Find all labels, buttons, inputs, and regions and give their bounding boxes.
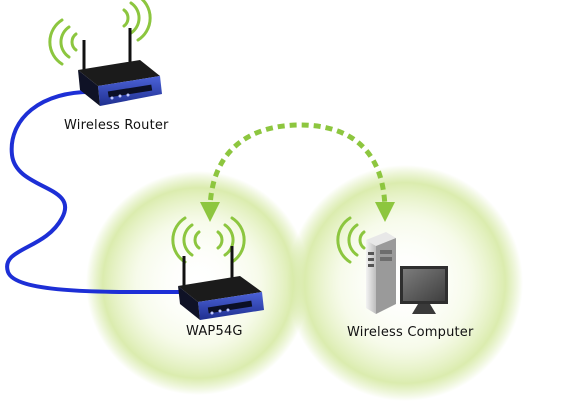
access-point-icon xyxy=(178,246,264,320)
router-label: Wireless Router xyxy=(64,118,169,133)
wireless-signal-icon xyxy=(48,0,152,66)
wireless-signal-icon xyxy=(171,216,246,264)
ethernet-cable-icon xyxy=(5,89,182,295)
monitor-icon xyxy=(400,266,448,314)
bidirectional-arrow-icon xyxy=(200,122,395,222)
desktop-computer-icon xyxy=(366,232,396,314)
router-icon xyxy=(78,28,162,106)
access-point-label: WAP54G xyxy=(186,324,243,339)
computer-label: Wireless Computer xyxy=(347,325,474,340)
wireless-signal-icon xyxy=(336,216,366,264)
